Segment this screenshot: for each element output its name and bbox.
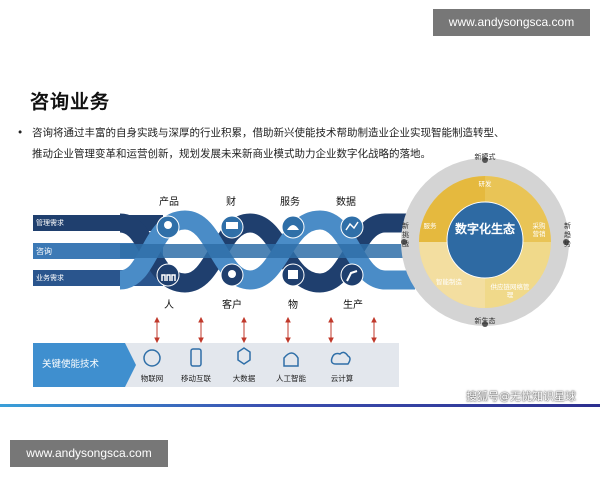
wheel-outer-new-model: 新模式 bbox=[474, 153, 496, 161]
wheel-inner-marketing: 采购营销 bbox=[532, 222, 546, 238]
customer-icon bbox=[228, 270, 236, 278]
wheel-inner-rd: 研发 bbox=[478, 180, 492, 188]
people-icon bbox=[161, 274, 176, 281]
wheel-outer-new-ecosystem: 新生态 bbox=[474, 317, 496, 325]
band-label-consulting: 咨询 bbox=[36, 247, 52, 256]
category-finance: 财 bbox=[226, 197, 236, 208]
iot-icon bbox=[143, 349, 161, 367]
category-customer: 客户 bbox=[222, 300, 242, 311]
wheel-inner-supply-chain: 供应链网络管理 bbox=[490, 283, 530, 299]
enabler-cloud: 云计算 bbox=[330, 374, 354, 383]
enabler-icons bbox=[143, 347, 351, 367]
category-things: 物 bbox=[288, 300, 298, 311]
wheel-outer-new-challenge: 新挑战 bbox=[402, 222, 409, 248]
category-production: 生产 bbox=[343, 300, 363, 311]
enabler-ai: 人工智能 bbox=[276, 374, 306, 383]
enablers-title: 关键使能技术 bbox=[42, 359, 100, 370]
band-label-business: 业务需求 bbox=[36, 274, 64, 282]
arrows bbox=[154, 316, 377, 344]
ai-head-icon bbox=[283, 352, 299, 367]
category-product: 产品 bbox=[159, 197, 179, 208]
bigdata-icon bbox=[237, 347, 251, 365]
bullet-line-2: 推动企业管理变革和运营创新，规划发展未来新商业模式助力企业数字化战略的落地。 bbox=[32, 148, 431, 160]
category-service: 服务 bbox=[280, 197, 300, 208]
category-data: 数据 bbox=[336, 197, 356, 208]
mobile-icon bbox=[190, 348, 202, 367]
wheel-outer-new-trend: 新趋势 bbox=[564, 222, 571, 248]
enabler-bigdata: 大数据 bbox=[232, 374, 256, 383]
enabler-mobile: 移动互联 bbox=[181, 374, 211, 383]
bullet-paragraph: • 咨询将通过丰富的自身实践与深厚的行业积累，借助新兴使能技术帮助制造业企业实现… bbox=[17, 123, 542, 165]
service-icon bbox=[287, 225, 299, 230]
box-icon bbox=[288, 270, 298, 279]
watermark-top: www.andysongsca.com bbox=[433, 9, 590, 36]
band-label-management: 管理需求 bbox=[36, 219, 64, 227]
digital-ecosystem-wheel bbox=[401, 157, 569, 327]
helix bbox=[118, 210, 415, 293]
page-title: 咨询业务 bbox=[30, 91, 111, 113]
bullet-line-1: 咨询将通过丰富的自身实践与深厚的行业积累，借助新兴使能技术帮助制造业企业实现智能… bbox=[32, 127, 505, 139]
wheel-core-label: 数字化生态 bbox=[454, 222, 515, 236]
cloud-icon bbox=[330, 351, 351, 365]
source-watermark: 搜狐号@无忧知识星球 bbox=[466, 390, 576, 403]
bullet-dot: • bbox=[17, 127, 24, 139]
robot-arm-icon bbox=[346, 270, 358, 282]
enablers-title-block bbox=[33, 343, 136, 387]
footer-gradient-line bbox=[0, 404, 600, 407]
money-icon bbox=[226, 222, 238, 229]
category-people: 人 bbox=[164, 300, 174, 311]
wheel-inner-smart-manufacturing: 智能制造 bbox=[436, 278, 462, 286]
watermark-bottom: www.andysongsca.com bbox=[10, 440, 168, 467]
product-icon bbox=[164, 221, 172, 229]
data-network-icon bbox=[345, 221, 359, 231]
enabler-iot: 物联网 bbox=[140, 374, 164, 383]
wheel-inner-service: 服务 bbox=[423, 222, 437, 230]
